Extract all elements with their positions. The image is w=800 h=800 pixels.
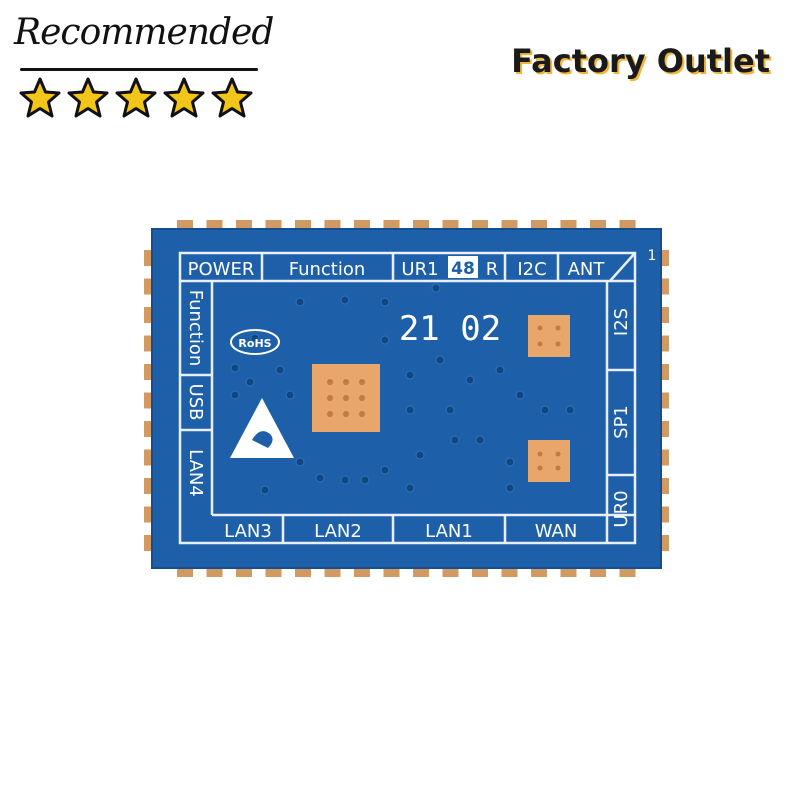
label-lan2: LAN2 <box>314 521 362 542</box>
label-i2s: I2S <box>611 308 632 336</box>
label-i2c: I2C <box>517 259 546 280</box>
rohs-logo <box>230 329 280 355</box>
label-48: 48 <box>451 259 475 279</box>
label-lan4: LAN4 <box>185 449 206 497</box>
label-wan: WAN <box>535 521 578 542</box>
rohs-text: RoHS <box>238 337 271 350</box>
label-date-code: 21 02 <box>399 309 501 349</box>
silkscreen-frame <box>178 251 637 545</box>
label-power: POWER <box>188 259 255 280</box>
label-usb: USB <box>185 384 206 421</box>
label-ant: ANT <box>568 259 606 280</box>
copper-pad-bottom <box>528 440 570 482</box>
recommended-text: Recommended <box>14 12 274 53</box>
label-function-top: Function <box>289 259 366 280</box>
pad-vias <box>327 325 561 471</box>
label-pin1: 1 <box>648 248 657 264</box>
label-ur0: UR0 <box>611 490 632 527</box>
store-title: Factory Outlet <box>511 42 770 80</box>
star-icon <box>67 77 109 118</box>
label-function-side: Function <box>185 290 206 367</box>
star-icon <box>163 77 205 118</box>
esd-warning-icon <box>230 398 294 458</box>
label-r: R <box>486 259 499 280</box>
copper-pad-top <box>528 315 570 357</box>
star-icon <box>211 77 253 118</box>
label-lan3: LAN3 <box>224 521 272 542</box>
label-lan1: LAN1 <box>425 521 473 542</box>
label-ur1: UR1 <box>401 259 438 280</box>
star-icon <box>19 77 61 118</box>
badge-underline <box>20 68 258 71</box>
board-vias <box>230 283 575 495</box>
star-rating <box>18 76 254 120</box>
label-sp1: SP1 <box>611 405 632 439</box>
recommended-badge: Recommended <box>14 10 274 130</box>
star-icon <box>115 77 157 118</box>
